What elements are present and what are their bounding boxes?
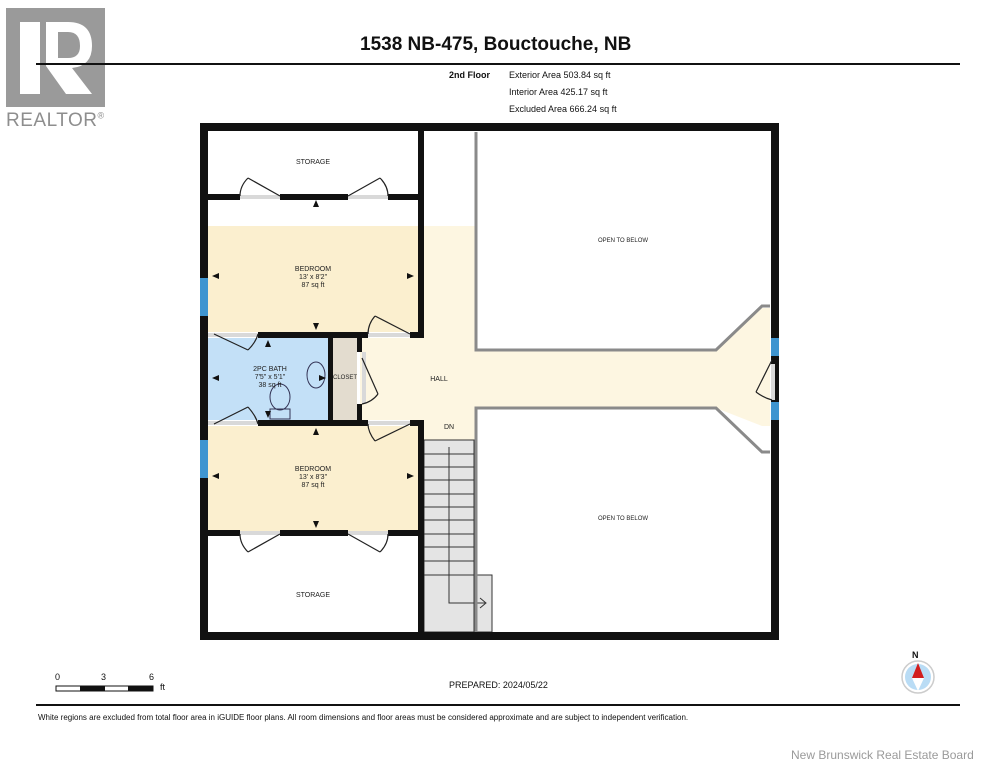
bedroom-top-label: BEDROOM 13' x 8'2" 87 sq ft — [263, 266, 363, 290]
realtor-text: REALTOR — [6, 110, 98, 131]
hall-label: HALL — [430, 376, 448, 383]
open-below-bottom-label: OPEN TO BELOW — [597, 516, 649, 522]
room-dims: 7'5" x 5'1" — [254, 374, 286, 381]
realtor-r-icon — [20, 22, 92, 94]
interior-walls — [204, 127, 424, 636]
room-dims: 13' x 8'3" — [298, 474, 328, 481]
open-below-top-outline — [474, 132, 770, 352]
toilet-icon — [269, 383, 291, 411]
bedroom-top-fill — [208, 226, 418, 332]
door-sills — [208, 195, 775, 535]
bath-fill — [208, 338, 330, 420]
door-swings — [213, 177, 773, 553]
scale-tick-3: 3 — [101, 672, 107, 682]
bedroom-bottom-label: BEDROOM 13' x 8'3" 87 sq ft — [263, 466, 363, 490]
room-name: BEDROOM — [294, 266, 332, 273]
realtor-logo — [6, 8, 105, 107]
scale-tick-0: 0 — [55, 672, 61, 682]
room-name: BEDROOM — [294, 466, 332, 473]
exterior-area: Exterior Area 503.84 sq ft — [509, 70, 611, 80]
registered-mark: ® — [97, 110, 105, 121]
windows — [200, 278, 779, 478]
bath-label: 2PC BATH 7'5" x 5'1" 38 sq ft — [230, 366, 310, 390]
header-divider — [36, 63, 960, 65]
storage-bottom-label: STORAGE — [295, 592, 331, 599]
page-title: 1538 NB-475, Bouctouche, NB — [360, 34, 632, 55]
bedroom-bottom-fill — [208, 426, 418, 532]
excluded-area: Excluded Area 666.24 sq ft — [509, 104, 617, 114]
scale-bar — [55, 685, 154, 692]
open-below-top-label: OPEN TO BELOW — [597, 238, 649, 244]
dimension-markers — [212, 200, 414, 528]
compass-north-label: N — [912, 650, 919, 660]
room-area: 87 sq ft — [301, 282, 325, 289]
bath-fixtures — [269, 361, 326, 420]
stairs-down-label: DN — [443, 424, 455, 431]
disclaimer: White regions are excluded from total fl… — [38, 713, 689, 722]
compass-icon — [901, 660, 935, 694]
scale-tick-6: 6 — [149, 672, 155, 682]
sink-icon — [306, 361, 326, 389]
room-name: 2PC BATH — [253, 366, 287, 373]
footer-divider — [36, 704, 960, 706]
room-dims: 13' x 8'2" — [298, 274, 328, 281]
scale-unit: ft — [160, 682, 166, 692]
prepared-date: PREPARED: 2024/05/22 — [449, 680, 548, 690]
floor-label: 2nd Floor — [449, 70, 490, 80]
hall-fill — [360, 226, 770, 440]
realtor-wordmark: REALTOR® — [6, 110, 105, 132]
interior-area: Interior Area 425.17 sq ft — [509, 87, 608, 97]
open-below-bottom-outline — [474, 406, 770, 632]
room-area: 38 sq ft — [258, 382, 282, 389]
storage-top-label: STORAGE — [295, 159, 331, 166]
staircase — [423, 439, 493, 633]
closet-fill — [333, 338, 357, 420]
board-credit: New Brunswick Real Estate Board — [791, 748, 974, 762]
room-area: 87 sq ft — [301, 482, 325, 489]
closet-label: CLOSET — [332, 375, 357, 381]
